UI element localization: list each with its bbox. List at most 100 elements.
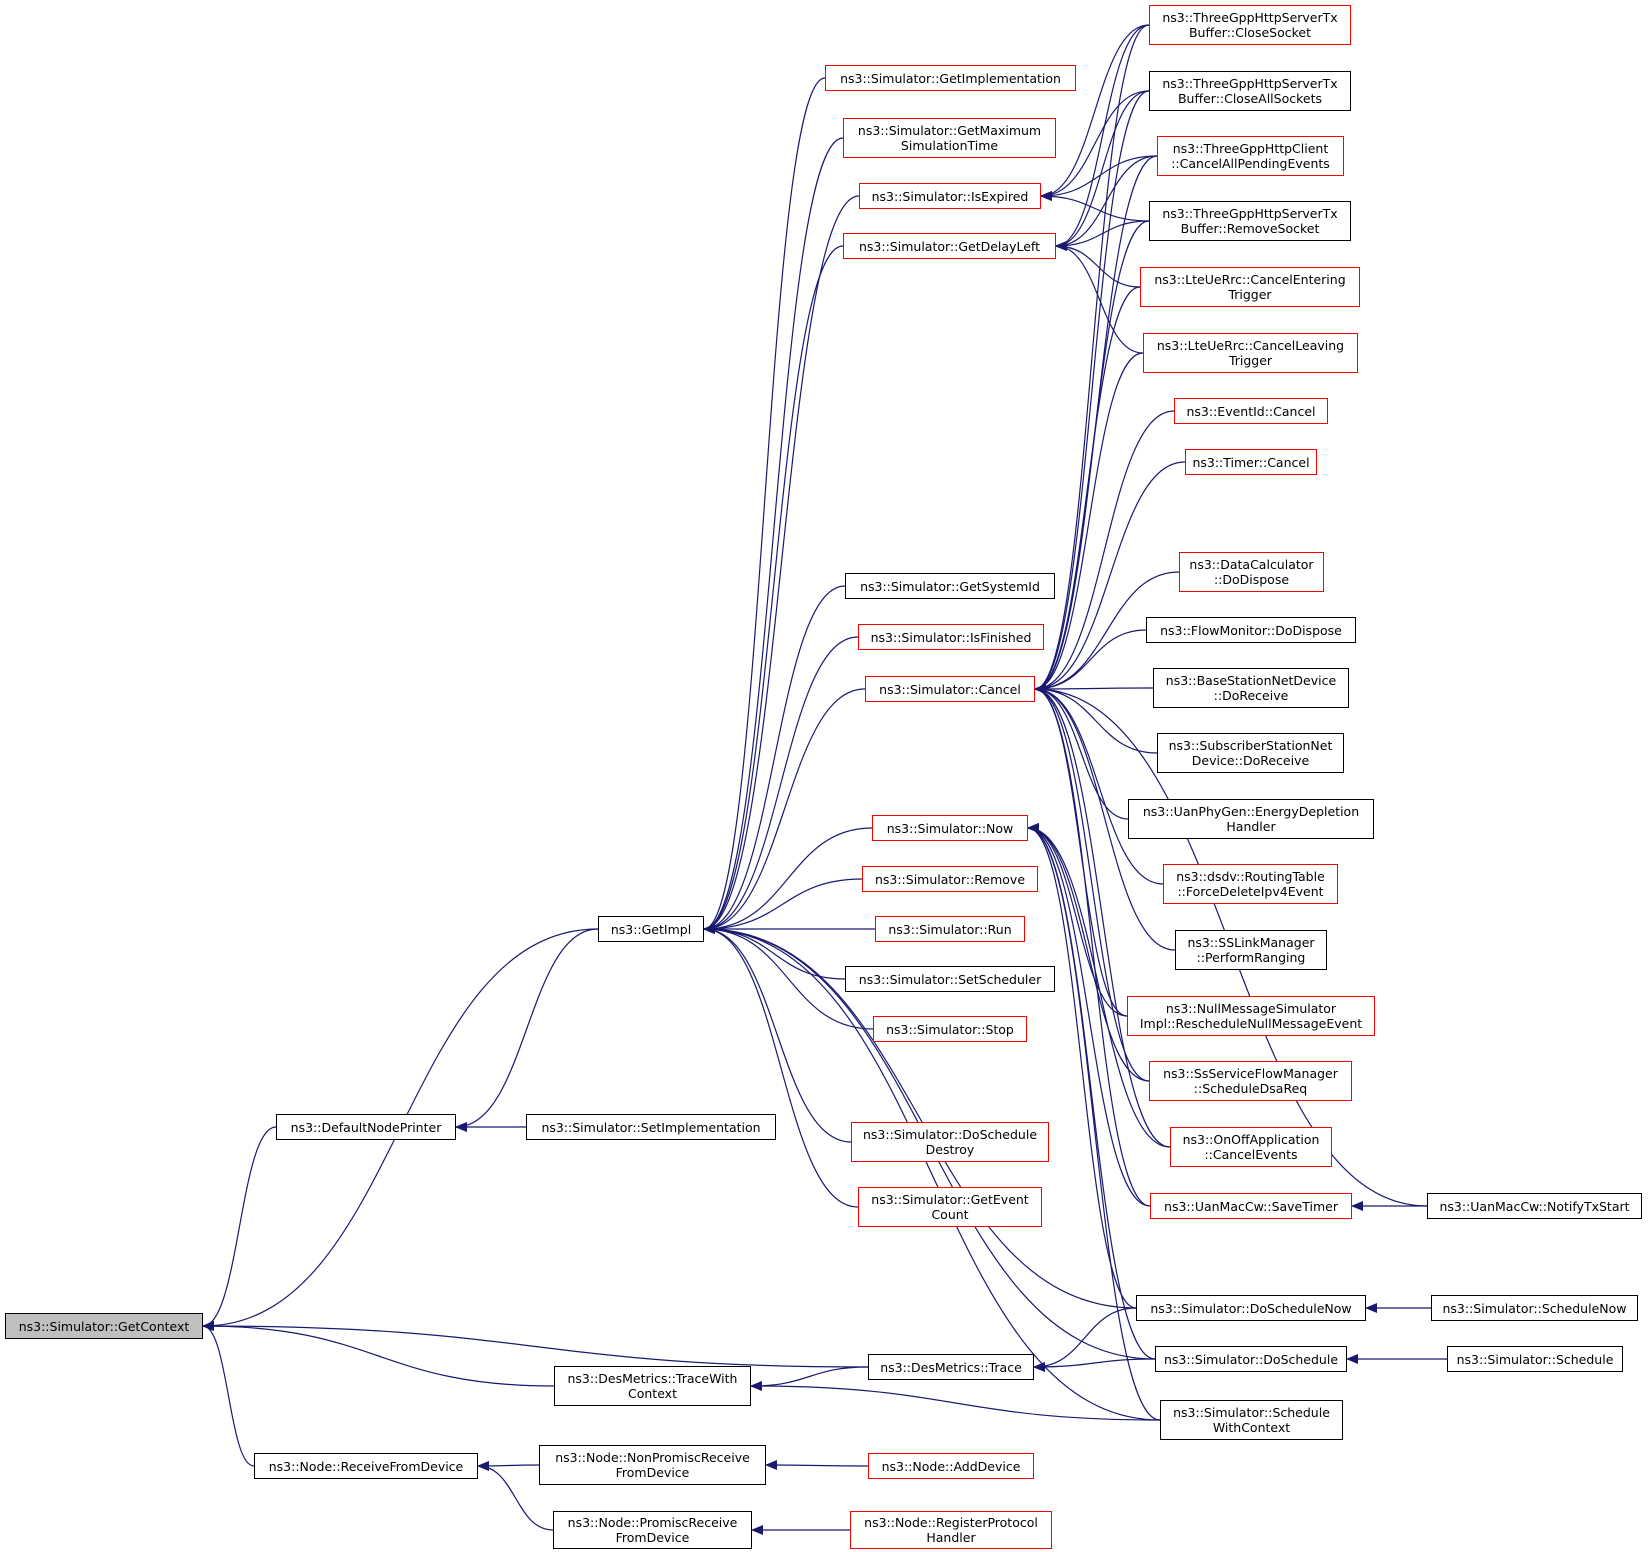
edge-cancelentering-to-getdelayleft bbox=[1055, 241, 1141, 288]
node-removesocket[interactable]: ns3::ThreeGppHttpServerTx Buffer::Remove… bbox=[1149, 201, 1351, 241]
edge-closesocket-to-cancel bbox=[1034, 24, 1150, 694]
edge-getmaxsimtime-to-getimpl bbox=[703, 137, 844, 934]
edge-removesocket-to-getdelayleft bbox=[1055, 220, 1150, 251]
edge-closeallsockets-to-cancel bbox=[1034, 90, 1150, 694]
edge-cancelleaving-to-cancel bbox=[1034, 352, 1144, 694]
edge-closesocket-to-getdelayleft bbox=[1055, 24, 1150, 251]
edge-remove-to-getimpl bbox=[703, 878, 863, 934]
node-getmaxsimtime[interactable]: ns3::Simulator::GetMaximum SimulationTim… bbox=[843, 118, 1056, 158]
edge-cancelentering-to-cancel bbox=[1034, 286, 1141, 694]
node-schedulenow[interactable]: ns3::Simulator::ScheduleNow bbox=[1431, 1295, 1638, 1321]
node-schedule[interactable]: ns3::Simulator::Schedule bbox=[1447, 1346, 1623, 1372]
edge-dsdvforcedelete-to-cancel bbox=[1034, 684, 1164, 885]
node-destracewithctx[interactable]: ns3::DesMetrics::TraceWith Context bbox=[554, 1366, 751, 1406]
node-getdelayleft[interactable]: ns3::Simulator::GetDelayLeft bbox=[843, 233, 1056, 259]
node-setimplementation[interactable]: ns3::Simulator::SetImplementation bbox=[526, 1114, 776, 1140]
node-ssdoreceive[interactable]: ns3::SubscriberStationNet Device::DoRece… bbox=[1157, 733, 1344, 773]
edge-sslinkranging-to-cancel bbox=[1034, 684, 1176, 951]
edge-removesocket-to-isexpired bbox=[1040, 191, 1150, 222]
edge-flowmondispose-to-cancel bbox=[1034, 629, 1147, 694]
node-registerprotocol[interactable]: ns3::Node::RegisterProtocol Handler bbox=[850, 1511, 1052, 1549]
node-uannotifytx[interactable]: ns3::UanMacCw::NotifyTxStart bbox=[1427, 1193, 1642, 1219]
node-uanenergy[interactable]: ns3::UanPhyGen::EnergyDepletion Handler bbox=[1128, 799, 1374, 839]
edge-defaultnodeprinter-to-getcontext bbox=[202, 1126, 277, 1331]
edge-doschedule-to-destrace bbox=[1033, 1358, 1156, 1372]
node-isexpired[interactable]: ns3::Simulator::IsExpired bbox=[859, 183, 1041, 209]
node-getimplementation[interactable]: ns3::Simulator::GetImplementation bbox=[825, 65, 1076, 91]
node-flowmondispose[interactable]: ns3::FlowMonitor::DoDispose bbox=[1146, 617, 1356, 643]
node-isfinished[interactable]: ns3::Simulator::IsFinished bbox=[858, 624, 1044, 650]
node-doscheduledestroy[interactable]: ns3::Simulator::DoSchedule Destroy bbox=[851, 1122, 1049, 1162]
node-cancelallpending[interactable]: ns3::ThreeGppHttpClient ::CancelAllPendi… bbox=[1157, 136, 1344, 176]
node-defaultnodeprinter[interactable]: ns3::DefaultNodePrinter bbox=[276, 1114, 456, 1140]
edge-ssscheduledsa-to-now bbox=[1027, 823, 1150, 1082]
node-bsdoreceive[interactable]: ns3::BaseStationNetDevice ::DoReceive bbox=[1153, 668, 1349, 708]
edge-isexpired-to-getimpl bbox=[703, 195, 860, 934]
node-stop[interactable]: ns3::Simulator::Stop bbox=[873, 1016, 1027, 1042]
edge-receivefromdevice-to-getcontext bbox=[202, 1321, 255, 1467]
node-closeallsockets[interactable]: ns3::ThreeGppHttpServerTx Buffer::CloseA… bbox=[1149, 71, 1351, 111]
node-eventidcancel[interactable]: ns3::EventId::Cancel bbox=[1174, 398, 1328, 424]
edge-adddevice-to-nonpromisc bbox=[765, 1460, 869, 1471]
edge-getsystemid-to-getimpl bbox=[703, 585, 846, 934]
node-cancelleaving[interactable]: ns3::LteUeRrc::CancelLeaving Trigger bbox=[1143, 333, 1358, 373]
edge-ssdoreceive-to-cancel bbox=[1034, 684, 1158, 754]
node-now[interactable]: ns3::Simulator::Now bbox=[872, 815, 1028, 841]
node-remove[interactable]: ns3::Simulator::Remove bbox=[862, 866, 1038, 892]
node-datacalcdispose[interactable]: ns3::DataCalculator ::DoDispose bbox=[1179, 552, 1324, 592]
edge-doschedulenow-to-destrace bbox=[1033, 1307, 1137, 1372]
node-timercancel[interactable]: ns3::Timer::Cancel bbox=[1185, 449, 1317, 475]
node-dsdvforcedelete[interactable]: ns3::dsdv::RoutingTable ::ForceDeleteIpv… bbox=[1163, 864, 1338, 904]
edge-schedulewithcontext-to-now bbox=[1027, 823, 1161, 1421]
edge-eventidcancel-to-cancel bbox=[1034, 410, 1175, 694]
edge-geteventcount-to-getimpl bbox=[703, 924, 859, 1208]
edge-uanenergy-to-cancel bbox=[1034, 684, 1129, 820]
node-doschedule[interactable]: ns3::Simulator::DoSchedule bbox=[1155, 1346, 1347, 1372]
edge-closesocket-to-isexpired bbox=[1040, 24, 1150, 201]
node-ssscheduledsa[interactable]: ns3::SsServiceFlowManager ::ScheduleDsaR… bbox=[1149, 1061, 1352, 1101]
edge-getdelayleft-to-getimpl bbox=[703, 245, 844, 934]
node-nullmsgresched[interactable]: ns3::NullMessageSimulator Impl::Reschedu… bbox=[1127, 996, 1375, 1036]
node-destrace[interactable]: ns3::DesMetrics::Trace bbox=[868, 1354, 1034, 1380]
edge-isfinished-to-getimpl bbox=[703, 636, 859, 934]
node-adddevice[interactable]: ns3::Node::AddDevice bbox=[868, 1453, 1034, 1479]
edge-now-to-getimpl bbox=[703, 827, 873, 934]
node-setscheduler[interactable]: ns3::Simulator::SetScheduler bbox=[845, 966, 1055, 992]
node-geteventcount[interactable]: ns3::Simulator::GetEvent Count bbox=[858, 1187, 1042, 1227]
node-getimpl[interactable]: ns3::GetImpl bbox=[598, 916, 704, 942]
node-sslinkranging[interactable]: ns3::SSLinkManager ::PerformRanging bbox=[1175, 930, 1327, 970]
edge-destracewithctx-to-getcontext bbox=[202, 1321, 555, 1387]
edge-getimplementation-to-getimpl bbox=[703, 77, 826, 934]
node-closesocket[interactable]: ns3::ThreeGppHttpServerTx Buffer::CloseS… bbox=[1149, 5, 1351, 45]
node-nonpromisc[interactable]: ns3::Node::NonPromiscReceive FromDevice bbox=[539, 1445, 766, 1485]
edge-doschedule-to-now bbox=[1027, 823, 1156, 1360]
node-promisc[interactable]: ns3::Node::PromiscReceive FromDevice bbox=[553, 1511, 752, 1549]
edge-destrace-to-destracewithctx bbox=[750, 1366, 869, 1391]
edge-onoffcancel-to-cancel bbox=[1034, 684, 1171, 1148]
node-getsystemid[interactable]: ns3::Simulator::GetSystemId bbox=[845, 573, 1055, 599]
node-uansavetimer[interactable]: ns3::UanMacCw::SaveTimer bbox=[1150, 1193, 1352, 1219]
edge-promisc-to-receivefromdevice bbox=[477, 1461, 554, 1531]
edge-closeallsockets-to-getdelayleft bbox=[1055, 90, 1150, 251]
edge-doscheduledestroy-to-getimpl bbox=[703, 924, 852, 1143]
node-cancel[interactable]: ns3::Simulator::Cancel bbox=[865, 676, 1035, 702]
edge-uansavetimer-to-cancel bbox=[1034, 684, 1151, 1207]
node-getcontext: ns3::Simulator::GetContext bbox=[5, 1313, 203, 1339]
edge-datacalcdispose-to-cancel bbox=[1034, 571, 1180, 694]
node-run[interactable]: ns3::Simulator::Run bbox=[875, 916, 1025, 942]
edge-nonpromisc-to-receivefromdevice bbox=[477, 1460, 540, 1471]
edge-cancelleaving-to-getdelayleft bbox=[1055, 241, 1144, 354]
edge-nullmsgresched-to-now bbox=[1027, 823, 1128, 1017]
node-cancelentering[interactable]: ns3::LteUeRrc::CancelEntering Trigger bbox=[1140, 267, 1360, 307]
edge-timercancel-to-cancel bbox=[1034, 461, 1186, 694]
node-onoffcancel[interactable]: ns3::OnOffApplication ::CancelEvents bbox=[1170, 1127, 1332, 1167]
node-receivefromdevice[interactable]: ns3::Node::ReceiveFromDevice bbox=[254, 1453, 478, 1479]
node-doschedulenow[interactable]: ns3::Simulator::DoScheduleNow bbox=[1136, 1295, 1366, 1321]
node-schedulewithcontext[interactable]: ns3::Simulator::Schedule WithContext bbox=[1160, 1400, 1343, 1440]
edge-stop-to-getimpl bbox=[703, 924, 874, 1030]
edge-doschedulenow-to-now bbox=[1027, 823, 1137, 1309]
edge-destrace-to-getcontext bbox=[202, 1321, 869, 1368]
edge-cancel-to-getimpl bbox=[703, 688, 866, 934]
